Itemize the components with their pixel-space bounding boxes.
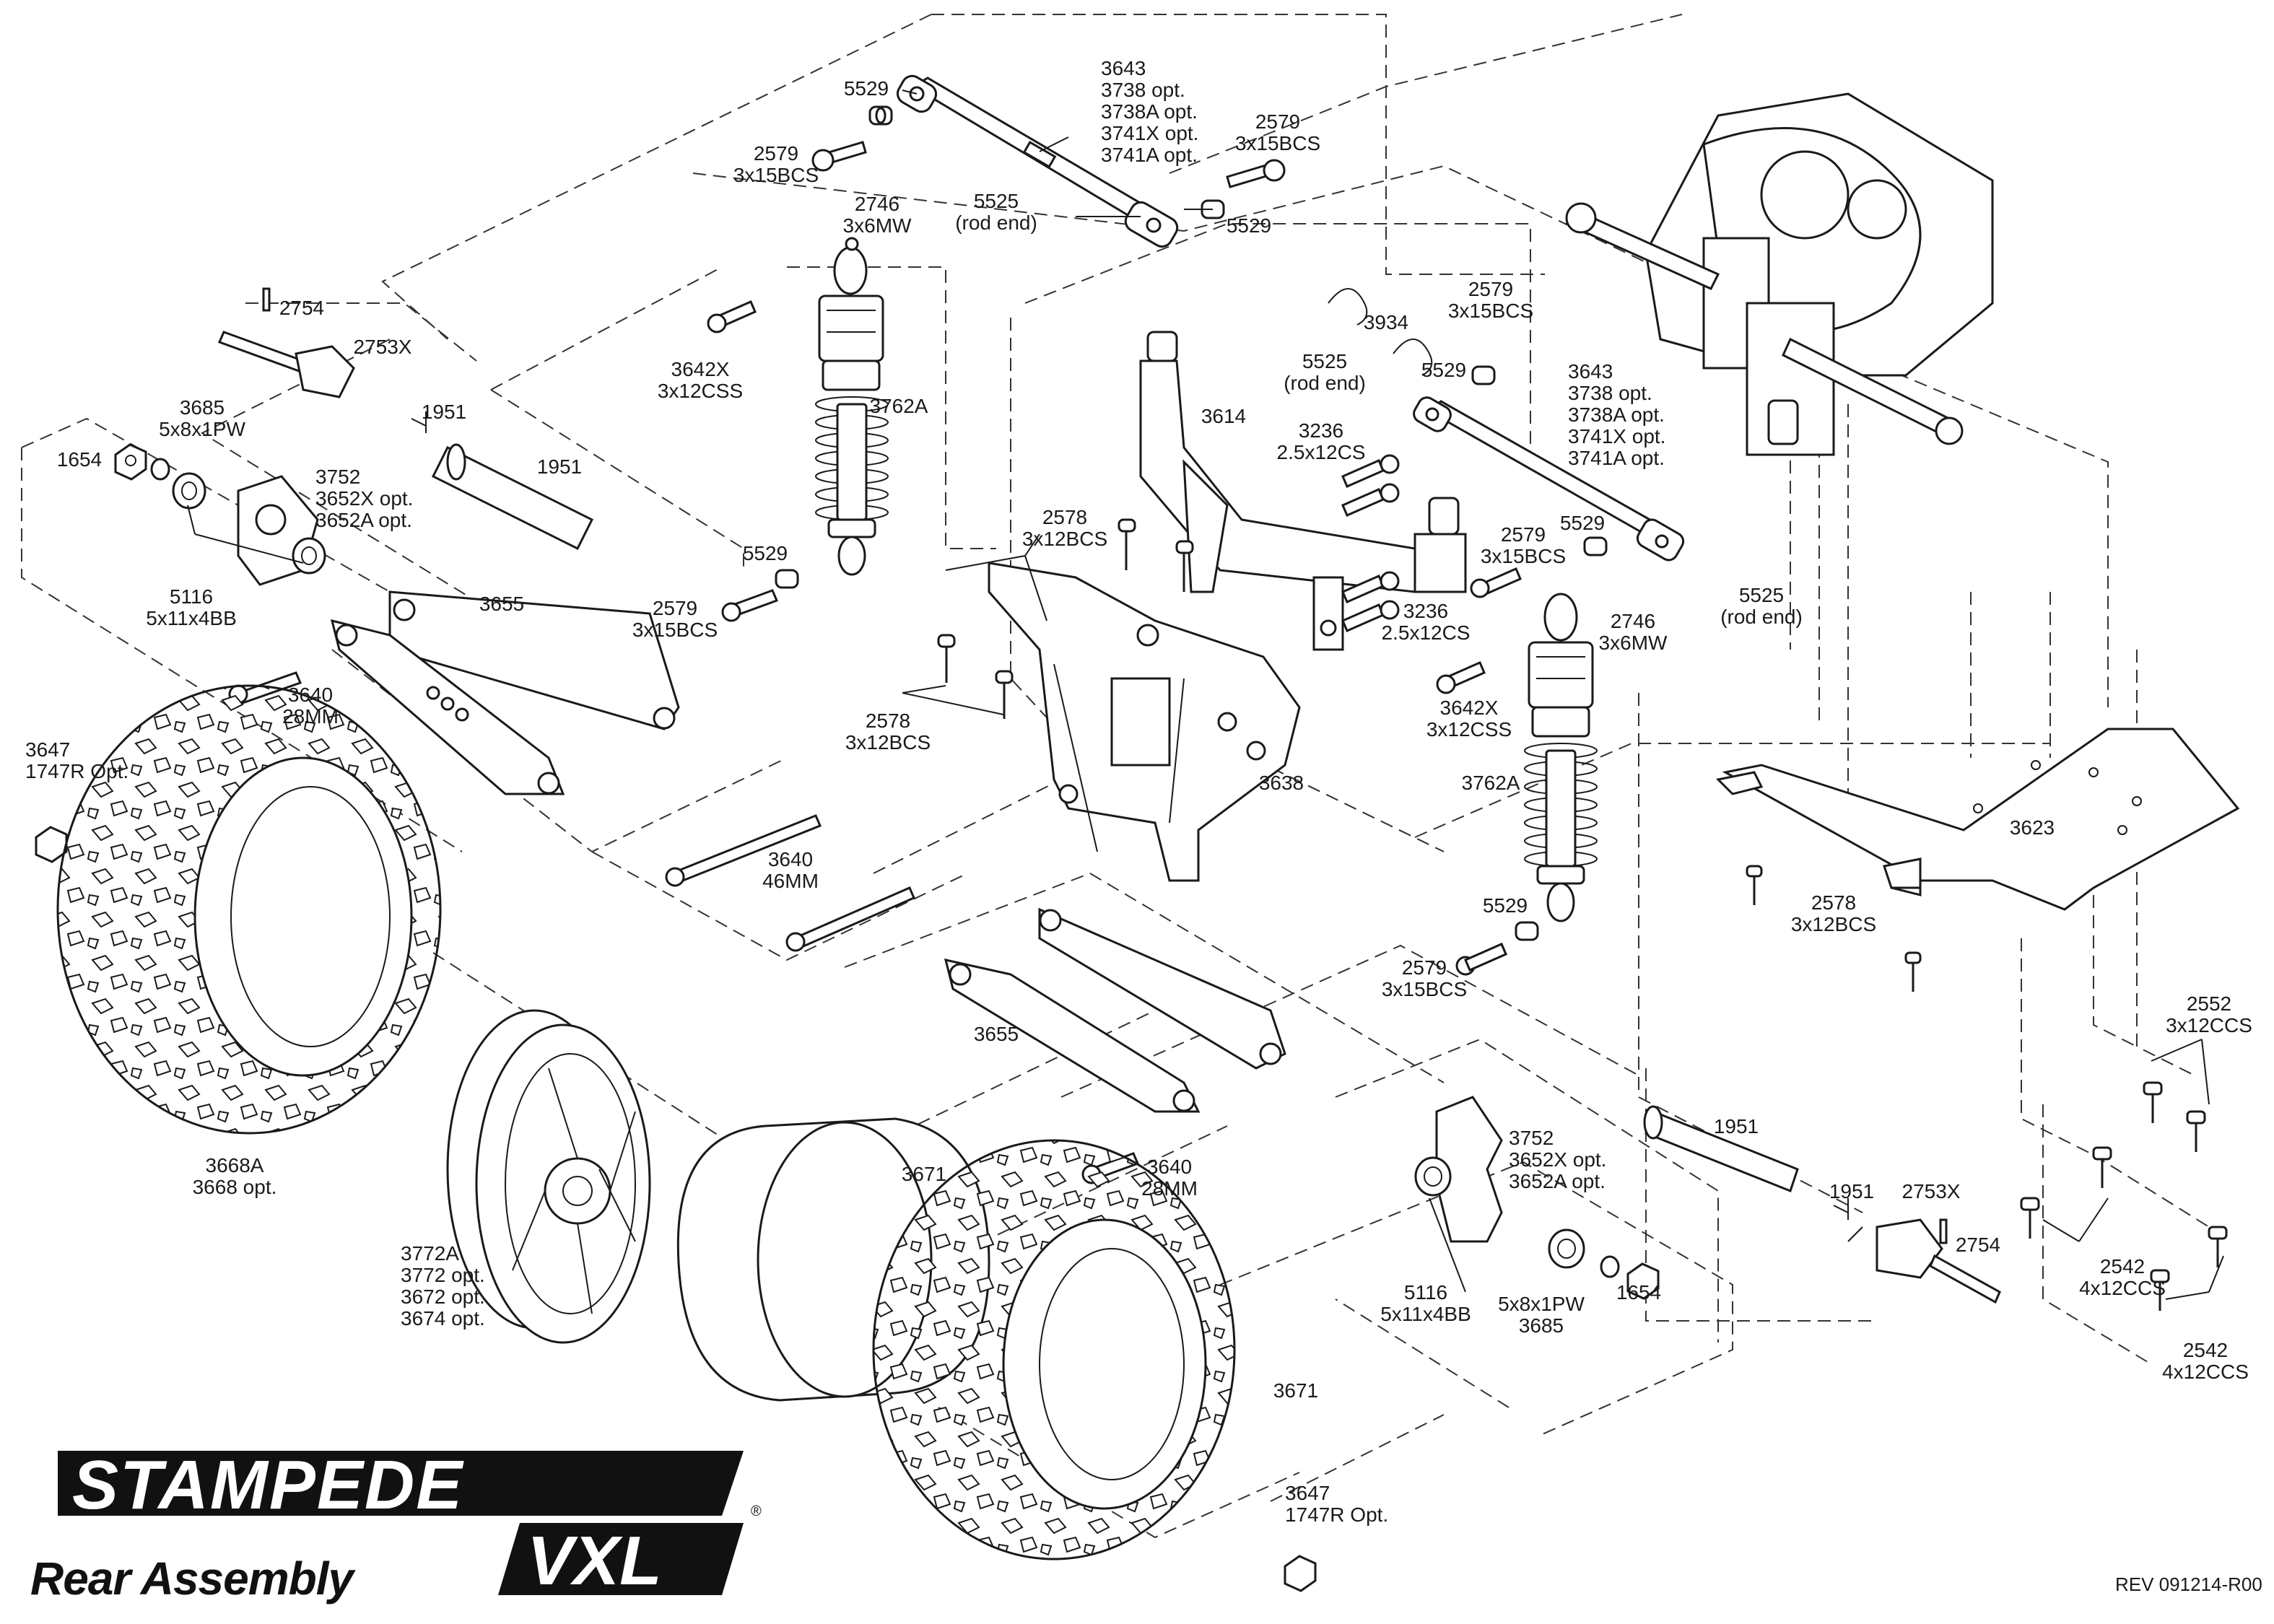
screws-center [707, 300, 1608, 976]
part-label: 2579 3x15BCS [632, 597, 718, 641]
part-label: 5529 [1226, 214, 1272, 237]
part-label: 5525 (rod end) [1284, 350, 1366, 394]
tire-left [56, 684, 442, 1135]
part-label: 2579 3x15BCS [1480, 523, 1567, 567]
axle-right [1643, 1105, 2001, 1304]
shock-absorber-left [815, 237, 889, 576]
part-label: 2579 3x15BCS [1447, 278, 1534, 322]
revision-code: REV 091214-R00 [2115, 1573, 2262, 1595]
part-label: 3752 3652X opt. 3652A opt. [315, 466, 414, 531]
part-label: 1951 [1829, 1180, 1875, 1202]
stampede-vxl-logo: STAMPEDE ® VXL [58, 1446, 762, 1599]
part-label: 5529 [1559, 512, 1606, 534]
part-label: 3640 28MM [1141, 1156, 1198, 1200]
transmission-housing [1564, 92, 1994, 456]
part-label: 2754 [1955, 1234, 2001, 1256]
part-label: 3638 [1258, 772, 1304, 794]
page-title: Rear Assembly [30, 1553, 354, 1605]
tire-right [872, 1139, 1236, 1560]
small-hardware-top [811, 105, 1286, 219]
part-label: 5529 [1421, 359, 1467, 381]
body-clip-3934 [1328, 288, 1433, 376]
part-label: 2579 3x15BCS [1234, 110, 1321, 154]
part-label: 1951 [536, 455, 583, 478]
hub-carrier-left [114, 443, 326, 586]
part-label: 2753X [353, 336, 412, 358]
part-label: 3655 [973, 1023, 1019, 1045]
part-label: 3762A [1461, 772, 1520, 794]
suspension-arm-left [330, 590, 680, 795]
part-label: 3671 [1273, 1379, 1319, 1402]
part-label: 2579 3x15BCS [733, 142, 819, 186]
part-label: 3236 2.5x12CS [1276, 419, 1366, 463]
rear-bulkhead [988, 562, 1301, 882]
part-label: 3643 3738 opt. 3738A opt. 3741X opt. 374… [1568, 360, 1666, 469]
part-label: 1951 [421, 401, 467, 423]
trademark-symbol: ® [751, 1503, 762, 1519]
hub-carrier-right [1414, 1096, 1660, 1300]
part-label: 2578 3x12BCS [1790, 891, 1877, 935]
part-label: 2746 3x6MW [842, 193, 912, 237]
part-label: 2578 3x12BCS [845, 710, 931, 754]
logo-variant-text: VXL [527, 1522, 662, 1599]
part-label: 2754 [279, 297, 325, 319]
part-label: 1654 [56, 448, 103, 471]
rear-skid-plate [1715, 728, 2240, 911]
wheel-rim [446, 1009, 651, 1344]
skid-plate-screws [1746, 865, 2228, 1311]
part-label: 3647 1747R Opt. [25, 738, 129, 782]
part-label: 5525 (rod end) [1720, 584, 1803, 628]
part-label: 2579 3x15BCS [1381, 956, 1468, 1000]
hex-nuts [35, 826, 1317, 1592]
part-label: 5x8x1PW 3685 [1498, 1293, 1585, 1337]
part-label: 3642X 3x12CSS [1426, 697, 1512, 741]
part-label: 3685 5x8x1PW [159, 396, 245, 440]
part-label: 3236 2.5x12CS [1381, 600, 1471, 644]
part-label: 3640 46MM [762, 848, 819, 892]
part-label: 3647 1747R Opt. [1285, 1482, 1389, 1526]
suspension-arm-right [944, 907, 1286, 1113]
part-label: 3668A 3668 opt. [192, 1154, 277, 1198]
part-label: 5529 [742, 542, 788, 564]
part-label: 3752 3652X opt. 3652A opt. [1509, 1127, 1607, 1192]
part-label: 3762A [869, 395, 928, 417]
part-label: 5525 (rod end) [955, 190, 1037, 234]
turnbuckle-link-left [896, 74, 1179, 248]
part-label: 3643 3738 opt. 3738A opt. 3741X opt. 374… [1101, 57, 1199, 166]
part-label: 1654 [1616, 1281, 1662, 1304]
part-label: 5529 [843, 77, 889, 100]
part-label: 3934 [1363, 311, 1409, 333]
part-label: 1951 [1713, 1115, 1759, 1138]
logo-model-text: STAMPEDE [72, 1446, 464, 1524]
part-label: 3623 [2009, 816, 2055, 839]
leader-lines [187, 90, 2224, 1300]
part-label: 3655 [479, 593, 525, 615]
part-label: 2578 3x12BCS [1021, 506, 1108, 550]
part-label: 3671 [901, 1163, 947, 1185]
part-label: 2552 3x12CCS [2166, 992, 2252, 1036]
part-label: 3614 [1201, 405, 1247, 427]
part-label: 3640 28MM [282, 684, 339, 728]
part-label: 2746 3x6MW [1598, 610, 1668, 654]
part-label: 3642X 3x12CSS [657, 358, 744, 402]
axle-left [217, 287, 594, 551]
part-label: 5529 [1482, 894, 1528, 917]
part-label: 3772A 3772 opt. 3672 opt. 3674 opt. [401, 1242, 485, 1330]
part-label: 2542 4x12CCS [2162, 1339, 2249, 1383]
part-label: 2753X [1901, 1180, 1961, 1202]
part-label: 5116 5x11x4BB [146, 585, 237, 629]
part-label: 5116 5x11x4BB [1380, 1281, 1471, 1325]
shock-absorber-right [1524, 593, 1598, 922]
part-label: 2542 4x12CCS [2079, 1255, 2166, 1299]
turnbuckle-link-right [1413, 365, 1685, 562]
